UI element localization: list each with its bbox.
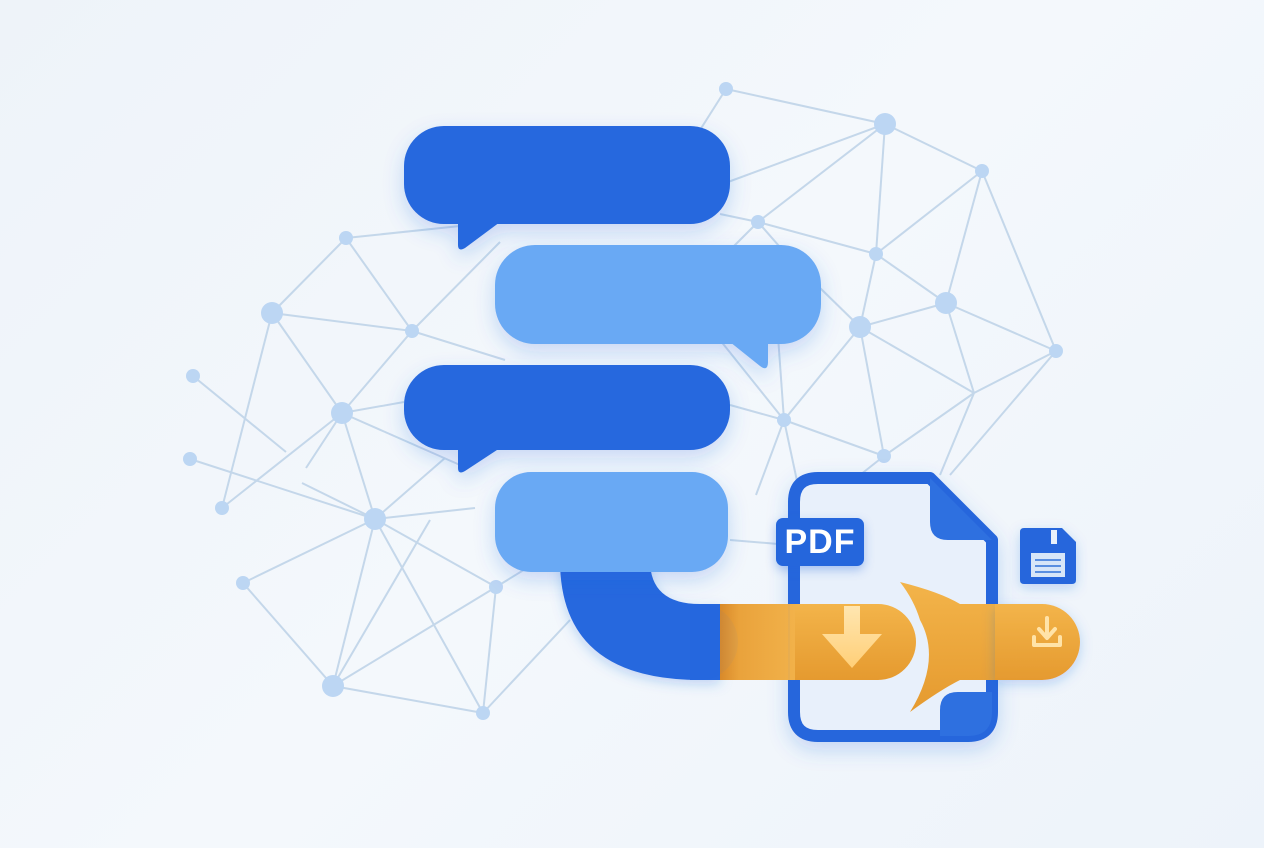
chat-bubble-icon [404, 365, 730, 473]
pdf-label: PDF [776, 518, 864, 566]
download-arrow-icon [822, 606, 882, 668]
floppy-disk-save-icon [1020, 528, 1076, 584]
download-tray-icon [1032, 616, 1062, 647]
chat-bubble-icon [404, 126, 730, 250]
chat-bubble-icon [495, 245, 821, 369]
chat-bubble-icon [495, 472, 728, 572]
